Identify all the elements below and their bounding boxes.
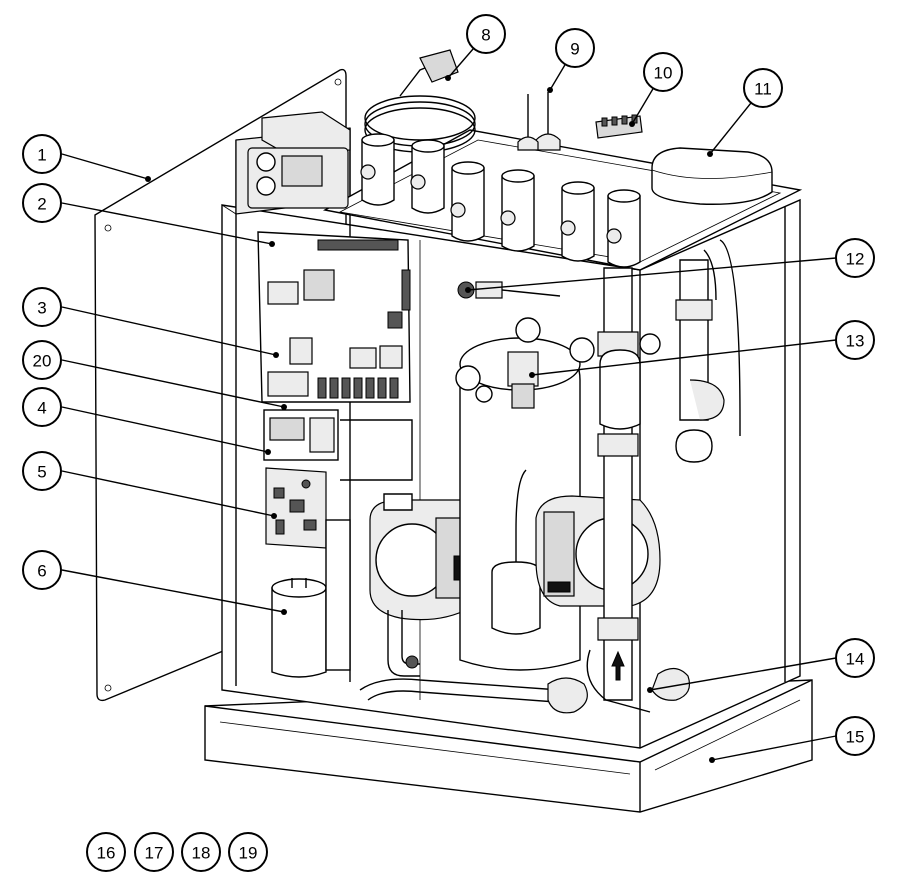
callout-label: 16 [97, 844, 116, 863]
top-valves [360, 133, 641, 268]
right-pump [535, 495, 661, 607]
callout-18: 18 [181, 832, 221, 872]
callout-20: 20 [22, 340, 62, 380]
callout-6: 6 [22, 550, 62, 590]
callout-19: 19 [228, 832, 268, 872]
lower-circuit-board [265, 467, 327, 549]
callout-1: 1 [22, 134, 62, 174]
callout-11: 11 [743, 68, 783, 108]
callout-label: 10 [654, 64, 673, 83]
callout-15: 15 [835, 716, 875, 756]
relay-module [263, 371, 413, 481]
callout-14: 14 [835, 638, 875, 678]
callout-label: 12 [846, 250, 865, 269]
callout-8: 8 [466, 14, 506, 54]
callout-label: 6 [37, 562, 46, 581]
callout-label: 15 [846, 728, 865, 747]
callout-label: 20 [33, 352, 52, 371]
solenoid-valve [507, 351, 539, 409]
callout-17: 17 [134, 832, 174, 872]
condensate-drain [359, 655, 588, 714]
callout-label: 8 [481, 26, 490, 45]
main-circuit-board [257, 231, 411, 403]
antenna [517, 92, 561, 151]
callout-9: 9 [555, 28, 595, 68]
connector-row [317, 377, 399, 399]
callout-label: 11 [754, 80, 772, 99]
callout-12: 12 [835, 238, 875, 278]
callout-label: 2 [37, 195, 46, 214]
control-box-cover [247, 111, 351, 209]
callout-label: 19 [239, 844, 258, 863]
top-reservoir [651, 147, 773, 205]
callout-13: 13 [835, 320, 875, 360]
callout-5: 5 [22, 451, 62, 491]
callout-label: 5 [37, 463, 46, 482]
callout-label: 4 [37, 399, 46, 418]
right-pipework [586, 239, 741, 713]
gauges [515, 317, 661, 363]
callout-label: 13 [846, 332, 865, 351]
callout-label: 9 [570, 40, 579, 59]
callout-16: 16 [86, 832, 126, 872]
callout-label: 18 [192, 844, 211, 863]
callout-label: 3 [37, 299, 46, 318]
callout-10: 10 [643, 52, 683, 92]
callout-3: 3 [22, 287, 62, 327]
callout-2: 2 [22, 183, 62, 223]
callout-4: 4 [22, 387, 62, 427]
callout-label: 14 [846, 650, 865, 669]
callout-label: 17 [145, 844, 164, 863]
coiled-hose [364, 49, 476, 153]
callout-label: 1 [37, 146, 46, 165]
